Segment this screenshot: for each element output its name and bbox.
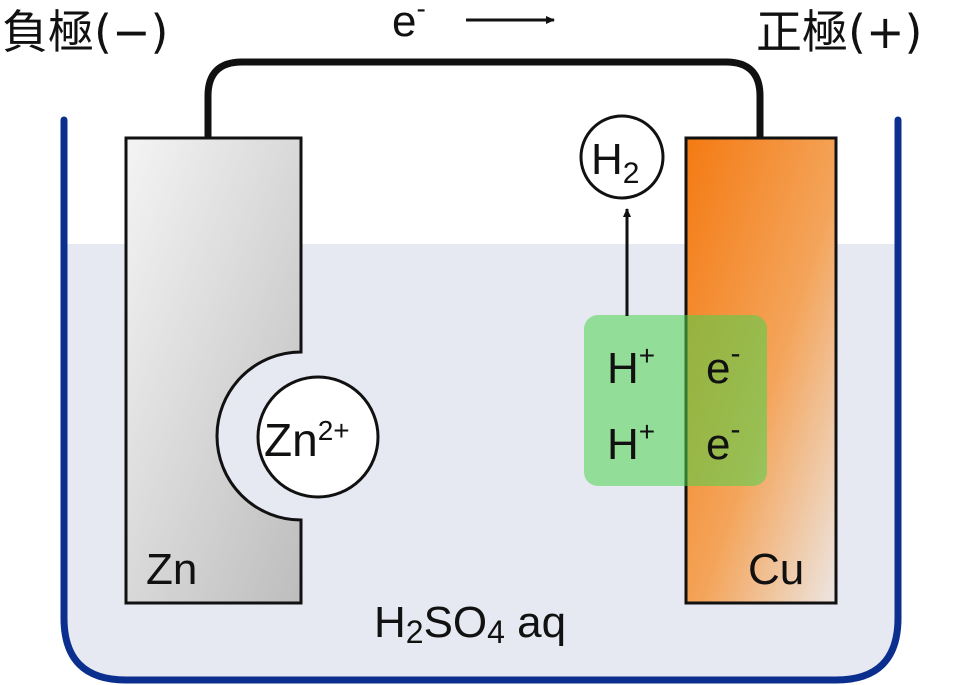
negative-electrode-title: 負極(−) (2, 5, 168, 59)
reaction-zone (584, 315, 767, 486)
electron-label-1: e- (706, 337, 740, 393)
positive-electrode-title: 正極(+) (756, 5, 922, 59)
hydrogen-ion-label-1: H+ (607, 340, 655, 393)
external-wire (204, 58, 764, 138)
zinc-electrode (124, 136, 303, 605)
zn-ion-circle (256, 375, 380, 499)
h2-gas-circle (579, 114, 665, 200)
copper-electrode-label: Cu (748, 545, 804, 594)
beaker (60, 116, 902, 684)
zn-ion-label: Zn2+ (264, 414, 350, 466)
electron-label-2: e- (706, 413, 740, 469)
electron-flow-label: e- (392, 0, 426, 46)
zinc-electrode-label: Zn (146, 545, 197, 594)
hydrogen-ion-label-2: H+ (607, 416, 655, 469)
h2-gas-label: H2 (591, 135, 639, 190)
solution-label: H2SO4 aq (374, 598, 566, 650)
